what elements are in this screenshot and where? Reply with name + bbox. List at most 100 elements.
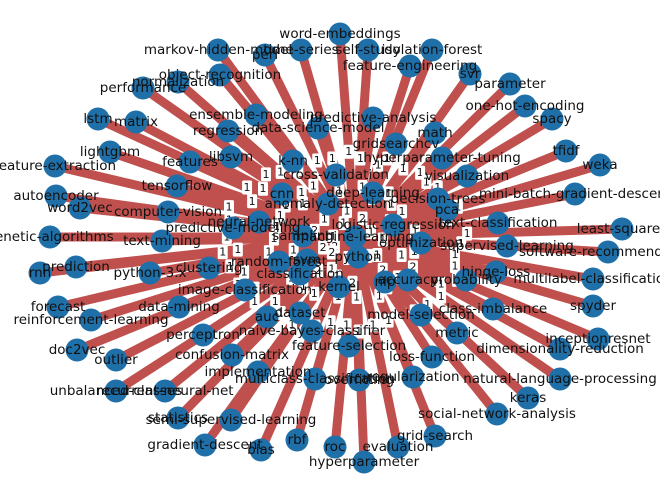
node-statistics[interactable] — [166, 406, 190, 430]
node-gridsearchcv[interactable] — [384, 132, 408, 156]
node-supervised-learning[interactable] — [495, 234, 519, 258]
node-weka[interactable] — [588, 153, 612, 177]
node-math[interactable] — [423, 121, 447, 145]
node-naive-bayes-classifier[interactable] — [300, 319, 324, 343]
node-rnn[interactable] — [28, 261, 52, 285]
node-text-mining[interactable] — [150, 229, 174, 253]
node-svr[interactable] — [458, 62, 482, 86]
node-image-classification[interactable] — [233, 278, 257, 302]
node-cross-validation[interactable] — [324, 163, 348, 187]
node-feature-engineering[interactable] — [398, 54, 422, 78]
node-hinge-loss[interactable] — [484, 260, 508, 284]
node-word2vec[interactable] — [68, 196, 92, 220]
node-data-mining[interactable] — [167, 295, 191, 319]
node-markov-hidden-model[interactable] — [206, 38, 230, 62]
node-pca[interactable] — [435, 198, 459, 222]
node-kernel[interactable] — [327, 275, 351, 299]
node-features[interactable] — [178, 150, 202, 174]
node-probability[interactable] — [454, 268, 478, 292]
node-computer-vision[interactable] — [156, 200, 180, 224]
node-logistic-regression[interactable] — [381, 213, 405, 237]
node-mini-batch-gradient-descent[interactable] — [563, 182, 587, 206]
node-python[interactable] — [346, 245, 370, 269]
node-class-imbalance[interactable] — [481, 297, 505, 321]
node-clustering[interactable] — [197, 256, 221, 280]
node-multiclass-classification[interactable] — [303, 367, 327, 391]
node-self-study[interactable] — [356, 38, 380, 62]
node-isolation-forest[interactable] — [420, 38, 444, 62]
node-spyder[interactable] — [581, 294, 605, 318]
node-classification[interactable] — [288, 262, 312, 286]
node-matrix[interactable] — [124, 110, 148, 134]
node-sampling[interactable] — [291, 224, 315, 248]
node-prediction[interactable] — [64, 255, 88, 279]
node-evaluation[interactable] — [386, 435, 410, 459]
node-keras[interactable] — [516, 386, 540, 410]
node-hyperparameter-tuning[interactable] — [430, 146, 454, 170]
node-regularization[interactable] — [401, 365, 425, 389]
node-unbalanced-classes[interactable] — [104, 379, 128, 403]
node-recurrent-neural-net[interactable] — [153, 379, 177, 403]
node-multilabel-classification[interactable] — [581, 267, 605, 291]
node-gradient-descent[interactable] — [193, 433, 217, 457]
node-perl[interactable] — [253, 43, 277, 67]
node-anomaly-detection[interactable] — [316, 192, 340, 216]
node-tfidf[interactable] — [554, 139, 578, 163]
node-random-forest[interactable] — [267, 250, 291, 274]
node-data-science-model[interactable] — [306, 116, 330, 140]
node-social-network-analysis[interactable] — [485, 402, 509, 426]
node-visualization[interactable] — [455, 164, 479, 188]
node-grid-search[interactable] — [423, 424, 447, 448]
node-text-classification[interactable] — [486, 211, 510, 235]
node-machine-learning[interactable] — [343, 225, 367, 249]
node-doc2vec[interactable] — [65, 338, 89, 362]
node-predictive-analysis[interactable] — [361, 106, 385, 130]
node-reinforcement-learning[interactable] — [79, 308, 103, 332]
node-roc[interactable] — [323, 435, 347, 459]
node-lstm[interactable] — [86, 107, 110, 131]
node-feature-selection[interactable] — [337, 334, 361, 358]
node-accuracy[interactable] — [396, 268, 420, 292]
node-rbf[interactable] — [285, 428, 309, 452]
node-optimization[interactable] — [409, 231, 433, 255]
node-tensorflow[interactable] — [165, 174, 189, 198]
node-semi-supervised-learning[interactable] — [219, 408, 243, 432]
node-deep-learning[interactable] — [361, 181, 385, 205]
node-lightgbm[interactable] — [98, 140, 122, 164]
node-natural-language-processing[interactable] — [548, 367, 572, 391]
node-hyperparameter[interactable] — [352, 450, 376, 474]
node-feature-extraction[interactable] — [43, 154, 67, 178]
node-metric[interactable] — [445, 321, 469, 345]
node-inception-resnet[interactable] — [586, 327, 610, 351]
node-time-series[interactable] — [289, 38, 313, 62]
node-object-recognition[interactable] — [208, 63, 232, 87]
node-cnn[interactable] — [270, 182, 294, 206]
node-loss-function[interactable] — [420, 345, 444, 369]
node-genetic-algorithms[interactable] — [38, 225, 62, 249]
node-k-nn[interactable] — [281, 149, 305, 173]
node-predictive-modeling[interactable] — [221, 216, 245, 240]
node-confusion-matrix[interactable] — [220, 343, 244, 367]
node-forecast[interactable] — [46, 295, 70, 319]
node-outlier[interactable] — [104, 348, 128, 372]
node-dataset[interactable] — [288, 301, 312, 325]
node-one-hot-encoding[interactable] — [513, 94, 537, 118]
node-perceptron[interactable] — [191, 323, 215, 347]
node-least-squares[interactable] — [610, 217, 634, 241]
node-software-recommendation[interactable] — [596, 240, 620, 264]
node-normalization[interactable] — [166, 70, 190, 94]
node-performance[interactable] — [131, 76, 155, 100]
node-regression[interactable] — [216, 119, 240, 143]
node-parameter[interactable] — [498, 72, 522, 96]
node-ensemble-modeling[interactable] — [244, 103, 268, 127]
node-autoencoder[interactable] — [44, 184, 68, 208]
node-libsvm[interactable] — [219, 145, 243, 169]
node-auc[interactable] — [255, 305, 279, 329]
node-bias[interactable] — [249, 438, 273, 462]
node-word-embeddings[interactable] — [328, 22, 352, 46]
node-implementation[interactable] — [246, 360, 270, 384]
node-overfitting[interactable] — [347, 368, 371, 392]
node-neural-network[interactable] — [247, 210, 271, 234]
node-model-selection[interactable] — [409, 303, 433, 327]
node-dimensionality-reduction[interactable] — [548, 337, 572, 361]
